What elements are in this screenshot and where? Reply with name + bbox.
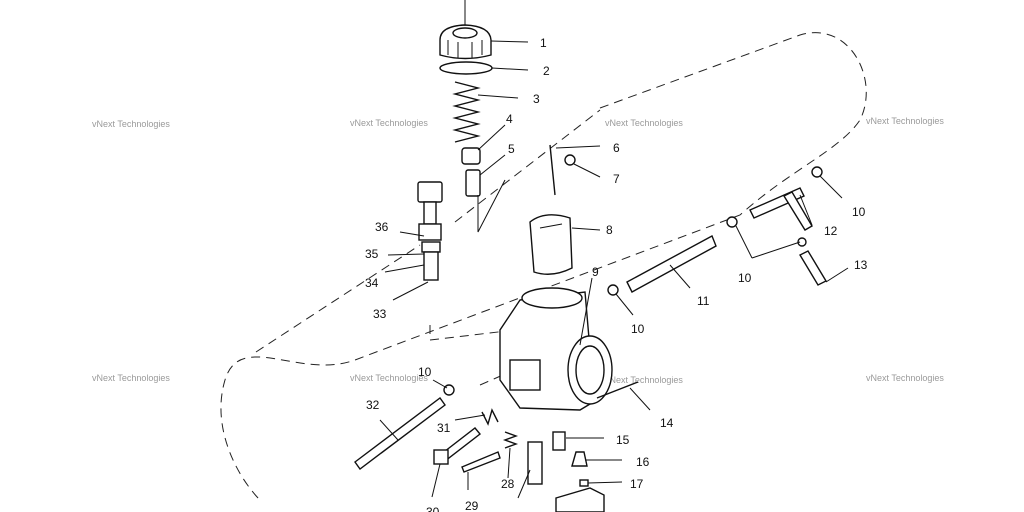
part-hose-clamp [726, 216, 738, 228]
part-float-needle [571, 451, 588, 467]
watermark: vNext Technologies [92, 119, 170, 129]
part-hose-clamp [811, 166, 823, 178]
callout-10: 10 [418, 365, 432, 379]
callout-17: 17 [630, 477, 644, 491]
part-carburetor-body [499, 287, 613, 411]
callout-10: 10 [631, 322, 645, 336]
part-float-clip [579, 479, 589, 487]
part-gasket [439, 61, 493, 75]
part-hose-clamp [443, 384, 455, 396]
callout-10: 10 [738, 271, 752, 285]
callout-9: 9 [592, 265, 599, 279]
part-nut [433, 449, 449, 465]
callout-28: 28 [501, 477, 515, 491]
callout-36: 36 [375, 220, 389, 234]
callout-7: 7 [613, 172, 620, 186]
leader-lines [379, 40, 849, 499]
part-jet-holder [461, 451, 501, 473]
part-adjuster-stack [417, 181, 443, 281]
watermark: vNext Technologies [605, 375, 683, 385]
part-needle-holder [465, 169, 481, 197]
callout-2: 2 [543, 64, 550, 78]
part-hose [626, 235, 717, 293]
watermark-group: vNext Technologies vNext Technologies vN… [92, 116, 944, 385]
part-pilot-screw [596, 381, 639, 399]
part-jet-needle [549, 144, 556, 196]
callout-3: 3 [533, 92, 540, 106]
part-cap [439, 0, 492, 60]
callout-11: 11 [697, 294, 710, 308]
routing-line [255, 244, 421, 353]
part-needle-jet [527, 441, 543, 485]
callout-4: 4 [506, 112, 513, 126]
callout-16: 16 [636, 455, 650, 469]
callout-10: 10 [852, 205, 866, 219]
part-small-spring [502, 431, 519, 449]
callout-1: 1 [540, 36, 547, 50]
watermark: vNext Technologies [866, 116, 944, 126]
callout-labels: 1 2 3 4 5 6 7 8 9 10 12 10 13 10 11 14 1… [365, 36, 868, 512]
part-hose-clamp [607, 284, 619, 296]
watermark: vNext Technologies [350, 373, 428, 383]
callout-32: 32 [366, 398, 380, 412]
callout-29: 29 [465, 499, 479, 512]
watermark: vNext Technologies [866, 373, 944, 383]
hose-routing-loop [220, 32, 867, 501]
part-throttle-slide [529, 214, 573, 275]
alignment-line [429, 325, 516, 341]
callout-30: 30 [426, 505, 440, 512]
part-throttle-spring [452, 81, 481, 143]
callout-12: 12 [824, 224, 838, 238]
callout-31: 31 [437, 421, 451, 435]
callout-8: 8 [606, 223, 613, 237]
callout-6: 6 [613, 141, 620, 155]
part-drain-hose [354, 397, 446, 470]
callout-35: 35 [365, 247, 379, 261]
part-spring [481, 408, 499, 426]
watermark: vNext Technologies [605, 118, 683, 128]
part-vent-tube [799, 250, 827, 286]
routing-line [454, 109, 601, 223]
part-hose-clamp [797, 237, 807, 247]
part-retainer [461, 147, 481, 165]
part-needle-clip [564, 154, 576, 166]
callout-5: 5 [508, 142, 515, 156]
part-main-jet [552, 431, 566, 451]
part-tee-fitting [749, 187, 813, 231]
callout-33: 33 [373, 307, 387, 321]
callout-14: 14 [660, 416, 674, 430]
watermark: vNext Technologies [92, 373, 170, 383]
callout-34: 34 [365, 276, 379, 290]
part-float-bowl [555, 487, 605, 512]
watermark: vNext Technologies [350, 118, 428, 128]
callout-15: 15 [616, 433, 630, 447]
callout-13: 13 [854, 258, 868, 272]
